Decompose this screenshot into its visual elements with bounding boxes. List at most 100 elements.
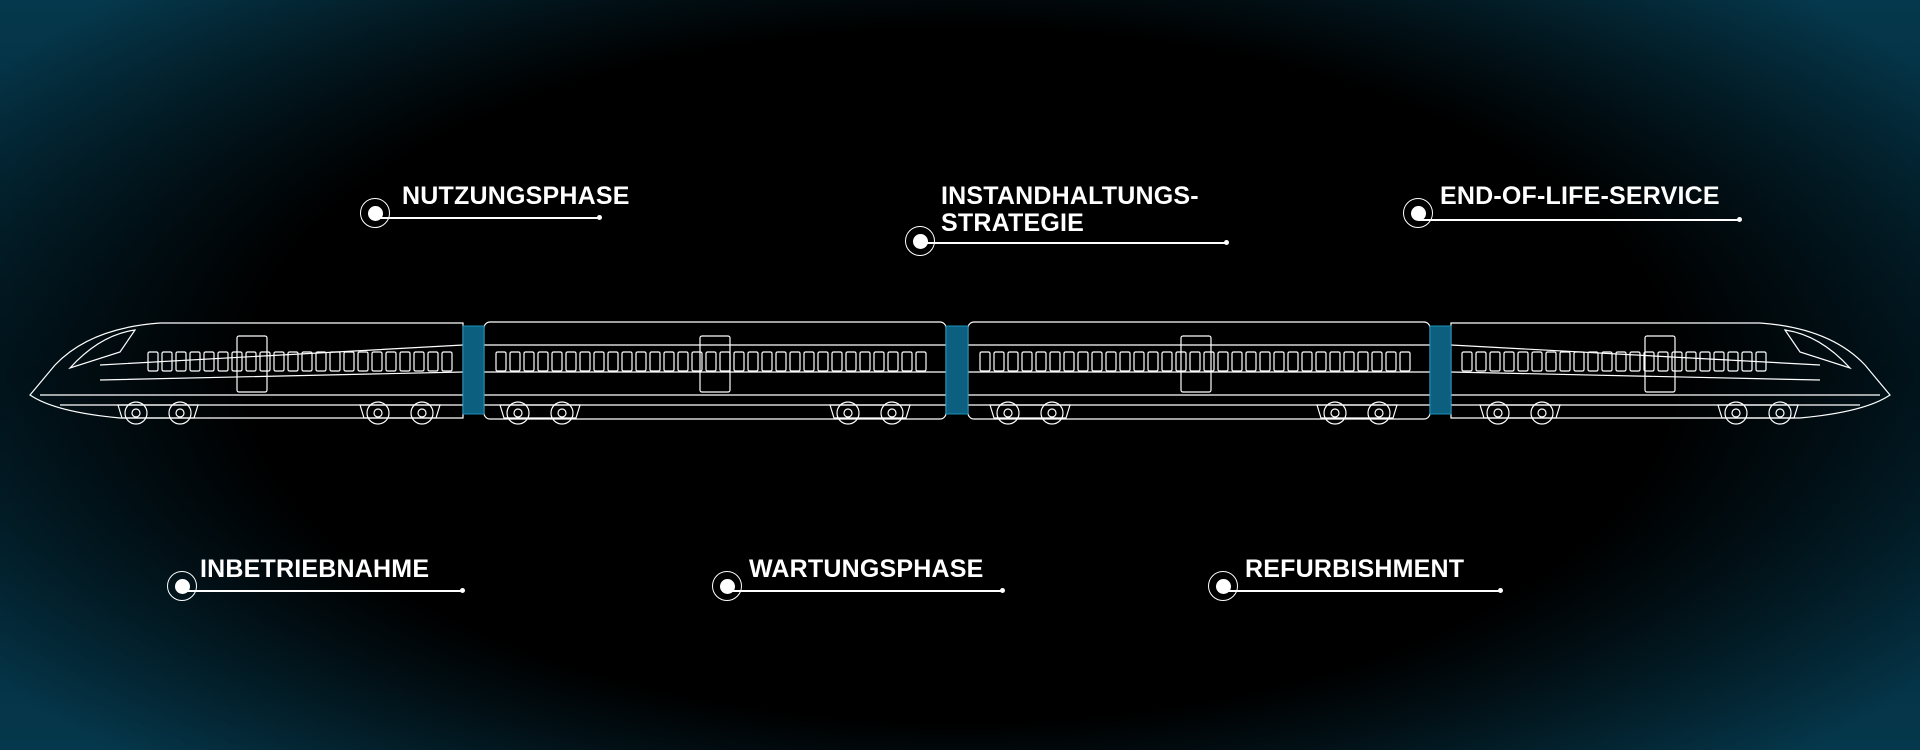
window (427, 351, 439, 372)
bogie-2-wheel (366, 401, 390, 425)
bogie-1-wheel (168, 401, 192, 425)
window (1021, 351, 1033, 372)
window (1385, 351, 1397, 372)
phase-label-end-of-life-service: END-OF-LIFE-SERVICE (1440, 182, 1720, 210)
bogie-2-hub (373, 408, 383, 418)
window (1399, 351, 1411, 372)
bogie-4-wheel (880, 401, 904, 425)
window (1189, 351, 1201, 372)
phase-nutzungsphase[interactable]: NUTZUNGSPHASE (360, 183, 650, 238)
window (621, 351, 633, 372)
bogie-2-frame (359, 404, 441, 419)
car-head-right (1450, 322, 1891, 419)
window (1629, 351, 1641, 372)
phase-wartungsphase[interactable]: WARTUNGSPHASE (712, 556, 1005, 611)
window (1503, 351, 1515, 372)
phase-instandhaltungsstrategie[interactable]: INSTANDHALTUNGS- STRATEGIE (905, 183, 1229, 263)
bogie-5-hub (1003, 408, 1013, 418)
marker-icon (1403, 198, 1433, 228)
window (705, 351, 717, 372)
leader-line (920, 240, 1229, 245)
phase-end-of-life-service[interactable]: END-OF-LIFE-SERVICE (1403, 183, 1748, 238)
window (1573, 351, 1585, 372)
bogie-1-wheel (124, 401, 148, 425)
phase-inbetriebnahme[interactable]: INBETRIEBNAHME (167, 556, 465, 611)
window (1531, 351, 1543, 372)
windshield-left (68, 329, 137, 370)
bogie-7-hub (1493, 408, 1503, 418)
bogie-6-hub (1330, 408, 1340, 418)
bogie-8-frame (1717, 404, 1799, 419)
bogie-3-hub (513, 408, 523, 418)
window (565, 351, 577, 372)
window (1517, 351, 1529, 372)
bogie-3-hub (557, 408, 567, 418)
door-2 (699, 335, 731, 393)
car-lines-middle-1 (484, 344, 946, 406)
window (1105, 351, 1117, 372)
window (579, 351, 591, 372)
leader-line (1223, 588, 1503, 593)
bogie-6-wheel (1323, 401, 1347, 425)
leader-line (375, 215, 602, 220)
window (1259, 351, 1271, 372)
bogie-6-wheel (1367, 401, 1391, 425)
window (189, 351, 201, 372)
bogie-8-wheel (1724, 401, 1748, 425)
window (371, 351, 383, 372)
window (399, 351, 411, 372)
window (1231, 351, 1243, 372)
window (1615, 351, 1627, 372)
window (1063, 351, 1075, 372)
window (301, 351, 313, 372)
window (859, 351, 871, 372)
window (203, 351, 215, 372)
bogie-7-wheel (1486, 401, 1510, 425)
leader-line (727, 588, 1005, 593)
window (649, 351, 661, 372)
window (245, 351, 257, 372)
window (1713, 351, 1725, 372)
window (287, 351, 299, 372)
window (441, 351, 453, 372)
window (1587, 351, 1599, 372)
window (385, 351, 397, 372)
bogie-3-wheel (550, 401, 574, 425)
window (1601, 351, 1613, 372)
window (1371, 351, 1383, 372)
window (1287, 351, 1299, 372)
bogie-5-wheel (1040, 401, 1064, 425)
window (1273, 351, 1285, 372)
window (1643, 351, 1655, 372)
window (1727, 351, 1739, 372)
window (147, 351, 159, 372)
bogie-4-wheel (836, 401, 860, 425)
window (175, 351, 187, 372)
window (1077, 351, 1089, 372)
car-lines-left (40, 344, 464, 406)
window (1755, 351, 1767, 372)
leader-line (182, 588, 465, 593)
window (775, 351, 787, 372)
window (1035, 351, 1047, 372)
window (817, 351, 829, 372)
door-3 (1180, 335, 1212, 393)
bogie-5-hub (1047, 408, 1057, 418)
bogie-4-hub (887, 408, 897, 418)
phase-refurbishment[interactable]: REFURBISHMENT (1208, 556, 1503, 611)
window (217, 351, 229, 372)
window (1357, 351, 1369, 372)
window (845, 351, 857, 372)
car-head-left (29, 322, 464, 419)
door-4 (1644, 335, 1676, 393)
window (607, 351, 619, 372)
window (329, 351, 341, 372)
coupling-1 (462, 325, 485, 415)
window (993, 351, 1005, 372)
bogie-7-hub (1537, 408, 1547, 418)
bogie-2-hub (417, 408, 427, 418)
bogie-4-frame (829, 404, 911, 419)
marker-icon (360, 198, 390, 228)
marker-icon (167, 571, 197, 601)
